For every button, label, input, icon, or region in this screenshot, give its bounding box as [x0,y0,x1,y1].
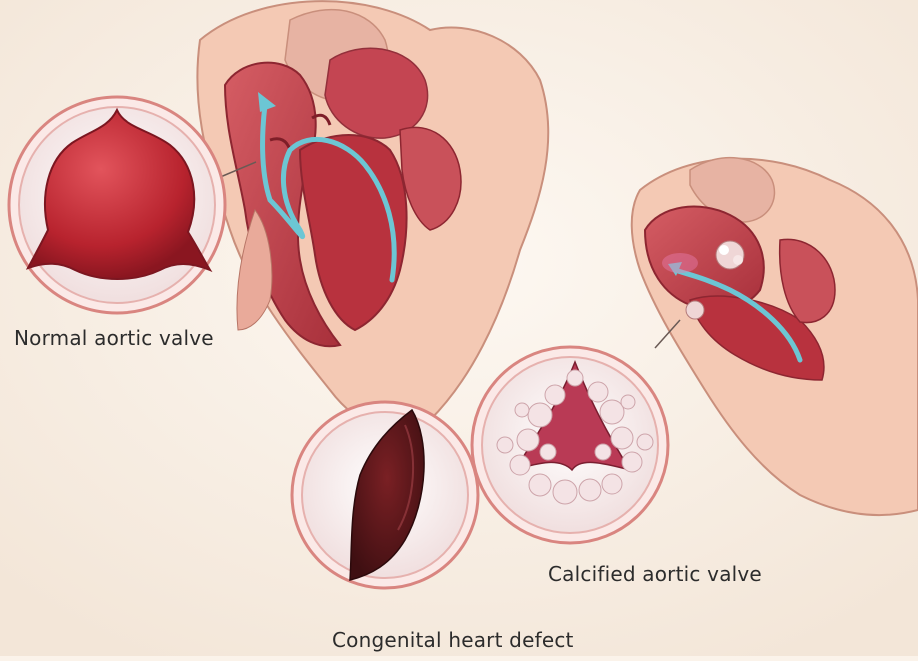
congenital-heart-defect-label: Congenital heart defect [332,628,574,652]
normal-aortic-valve-label: Normal aortic valve [14,326,214,350]
calcified-aortic-valve-label: Calcified aortic valve [548,562,762,586]
calcified-valve-circle [472,347,668,543]
normal-valve-circle [9,97,225,313]
congenital-valve-circle [292,402,478,588]
